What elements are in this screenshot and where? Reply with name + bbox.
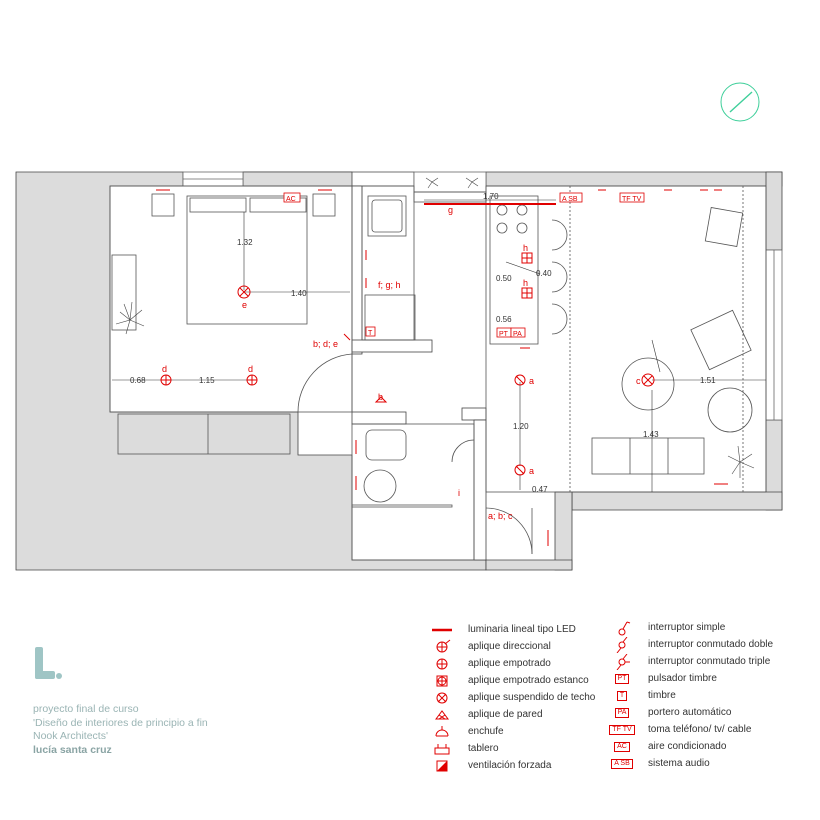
i-label: i [458, 488, 460, 498]
forced-ventilation-icon [430, 758, 454, 774]
dimension-labels: 1.32 1.40 0.68 1.15 1.70 0.50 0.40 0.56 … [130, 192, 716, 494]
north-arrow-icon [720, 82, 760, 122]
legend-label: aire condicionado [648, 741, 727, 752]
air-conditioning-icon: AC [610, 739, 634, 755]
abbr-t: T [616, 691, 628, 701]
legend-label: aplique direccional [468, 641, 551, 652]
ac-label: AC [286, 196, 296, 203]
panel-icon [430, 741, 454, 757]
credits: proyecto final de curso 'Diseño de inter… [33, 703, 208, 757]
legend-label: aplique empotrado [468, 658, 551, 669]
dim-143: 1.43 [643, 430, 659, 439]
double-switch-icon [610, 637, 634, 653]
abbr-ac: AC [614, 742, 630, 752]
credits-line-2: 'Diseño de interiores de principio a fin [33, 716, 208, 729]
legend-label: aplique de pared [468, 709, 543, 720]
abc-label: a; b; c [488, 511, 513, 521]
h-label-1: h [523, 243, 528, 253]
intercom-icon: PA [610, 705, 634, 721]
bell-icon: T [610, 688, 634, 704]
credits-line-1: proyecto final de curso [33, 703, 139, 715]
legend-label: tablero [468, 743, 499, 754]
dimension-lines [112, 199, 766, 492]
dim-120: 1.20 [513, 422, 529, 431]
abbr-asb: A SB [611, 759, 633, 769]
recessed-sconce-icon [430, 656, 454, 672]
a-label-1: a [529, 376, 534, 386]
legend-label: timbre [648, 690, 676, 701]
abbr-pt: PT [614, 674, 630, 684]
doorbell-button-icon: PT [610, 671, 634, 687]
dim-068: 0.68 [130, 376, 146, 385]
legend-label: pulsador timbre [648, 673, 717, 684]
legend-label: portero automático [648, 707, 732, 718]
h-label-2: h [523, 278, 528, 288]
plant-icons [115, 177, 755, 478]
e-label: e [242, 300, 247, 310]
dim-151: 1.51 [700, 376, 716, 385]
tftv-label: TF TV [622, 196, 642, 203]
dim-132: 1.32 [237, 238, 253, 247]
dim-115: 1.15 [199, 376, 215, 385]
pa-label: PA [513, 331, 522, 338]
electrical-symbols [156, 189, 728, 546]
g-label: g [448, 205, 453, 215]
dim-170: 1.70 [483, 192, 499, 201]
waterproof-recessed-sconce-icon [430, 673, 454, 689]
simple-switch-icon [610, 620, 634, 636]
brand-logo [33, 645, 63, 690]
legend-left: luminaria lineal tipo LED aplique direcc… [430, 622, 610, 772]
triple-switch-icon [610, 654, 634, 670]
legend-label: interruptor conmutado doble [648, 639, 774, 650]
d-label-1: d [162, 364, 167, 374]
phone-tv-outlet-icon: TF TV [609, 722, 635, 738]
d-label-2: d [248, 364, 253, 374]
interior-lines [109, 185, 767, 561]
windows [182, 171, 783, 421]
legend-label: interruptor conmutado triple [648, 656, 771, 667]
legend-label: interruptor simple [648, 622, 726, 633]
electrical-labels: AC A SB TF TV PT PA T g e d d b; d; e f;… [162, 192, 645, 521]
legend-label: sistema audio [648, 758, 710, 769]
legend-label: ventilación forzada [468, 760, 552, 771]
outlet-icon [430, 724, 454, 740]
c-label: c [636, 376, 641, 386]
legend-label: toma teléfono/ tv/ cable [648, 724, 752, 735]
dim-040: 0.40 [536, 269, 552, 278]
legend-label: enchufe [468, 726, 504, 737]
bde-label: b; d; e [313, 339, 338, 349]
legend-label: aplique empotrado estanco [468, 675, 589, 686]
legend-label: luminaria lineal tipo LED [468, 624, 576, 635]
b-label: b [378, 392, 383, 402]
abbr-tftv: TF TV [609, 725, 635, 735]
audio-system-icon: A SB [610, 756, 634, 772]
a-label-2: a [529, 466, 534, 476]
t-label: T [368, 330, 373, 337]
dim-140: 1.40 [291, 289, 307, 298]
dim-047: 0.47 [532, 485, 548, 494]
wall-sconce-icon [430, 707, 454, 723]
ceiling-pendant-icon [430, 690, 454, 706]
floor-plan: AC A SB TF TV PT PA T g e d d b; d; e f;… [15, 82, 783, 571]
directional-sconce-icon [430, 639, 454, 655]
credits-author: lucía santa cruz [33, 743, 112, 756]
led-line-icon [430, 622, 454, 638]
dim-056: 0.56 [496, 315, 512, 324]
asb-label: A SB [562, 196, 578, 203]
fgh-label: f; g; h [378, 280, 401, 290]
legend-label: aplique suspendido de techo [468, 692, 596, 703]
pt-label: PT [499, 331, 509, 338]
credits-line-3: Nook Architects' [33, 730, 108, 742]
legend-right: interruptor simple interruptor conmutado… [609, 620, 800, 775]
dim-050: 0.50 [496, 274, 512, 283]
abbr-pa: PA [614, 708, 630, 718]
